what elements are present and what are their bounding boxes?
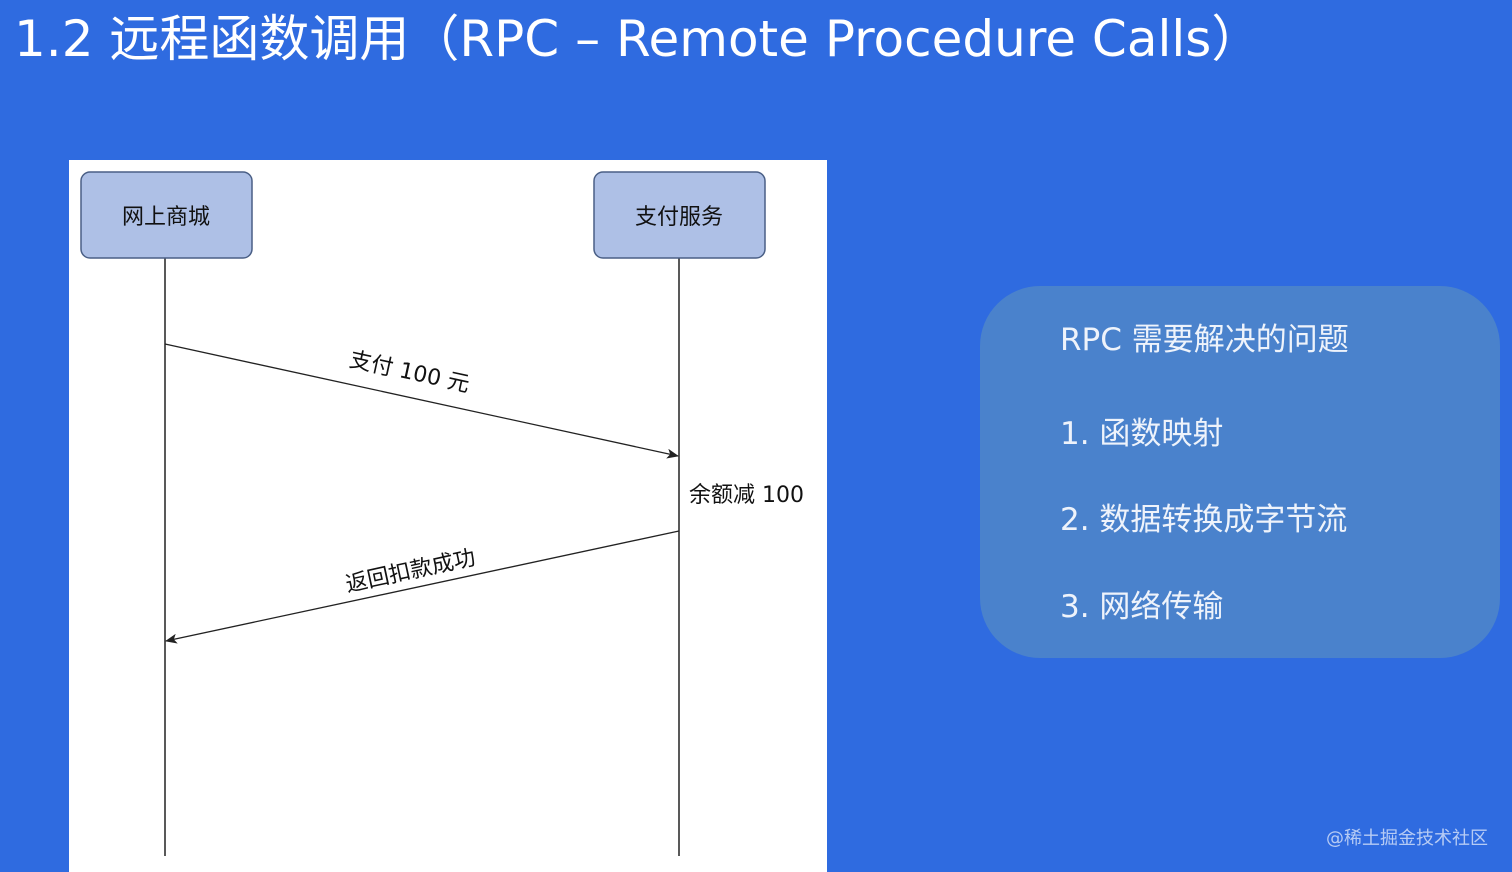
actor-label-mall: 网上商城 bbox=[122, 205, 210, 230]
actor-label-payment: 支付服务 bbox=[635, 205, 723, 230]
problem-item-2: 2. 数据转换成字节流 bbox=[1060, 502, 1348, 538]
watermark: @稀土掘金技术社区 bbox=[1326, 828, 1488, 849]
actor-box-mall bbox=[80, 171, 253, 259]
message-arrow-pay bbox=[164, 343, 679, 459]
problem-item-1: 1. 函数映射 bbox=[1060, 416, 1224, 452]
note-label: 余额减 100 bbox=[689, 483, 804, 508]
problem-item-3: 3. 网络传输 bbox=[1060, 589, 1224, 625]
problems-card: RPC 需要解决的问题 1. 函数映射 2. 数据转换成字节流 3. 网络传输 bbox=[980, 286, 1500, 658]
slide-title: 1.2 远程函数调用（RPC – Remote Procedure Calls） bbox=[14, 10, 1262, 68]
message-arrow-return bbox=[165, 530, 680, 644]
sequence-diagram-svg: 网上商城 支付服务 支付 100 元 余额减 100 返回扣款成功 bbox=[80, 171, 804, 856]
problems-heading: RPC 需要解决的问题 bbox=[1060, 322, 1349, 358]
message-label-return: 返回扣款成功 bbox=[343, 545, 477, 597]
message-label-pay: 支付 100 元 bbox=[347, 347, 472, 397]
actor-box-payment bbox=[593, 171, 766, 259]
sequence-diagram: 网上商城 支付服务 支付 100 元 余额减 100 返回扣款成功 bbox=[69, 160, 827, 872]
